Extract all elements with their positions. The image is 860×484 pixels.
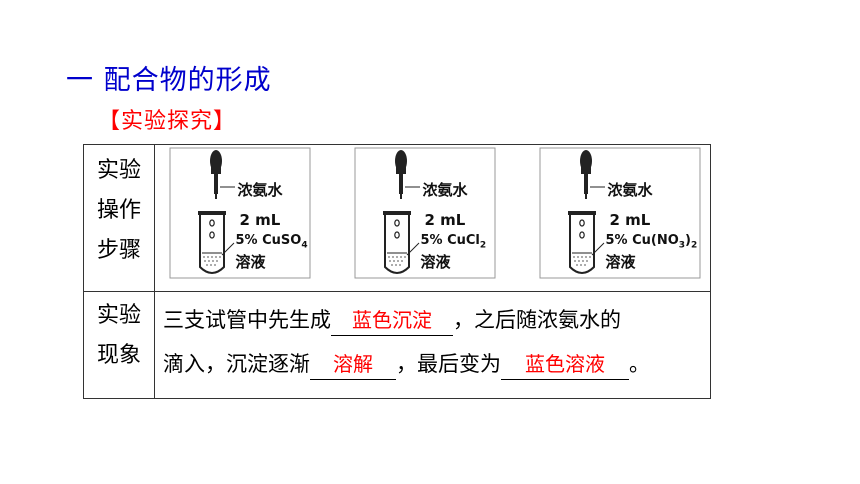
solution-label: 5% CuSO4: [235, 233, 308, 251]
reagent-label: 浓氨水: [607, 181, 653, 199]
liquid-label: 溶液: [605, 253, 636, 271]
header-line: 步骤: [96, 238, 141, 263]
observation-part: ，之后随浓氨水的: [453, 308, 621, 332]
observation-part: 滴入，沉淀逐渐: [163, 352, 310, 376]
header-line: 实验: [96, 158, 141, 183]
header-line: 现象: [96, 343, 141, 368]
liquid-label: 溶液: [420, 253, 451, 271]
tube-diagram-cucl2: 浓氨水 2 mL 5% CuCl2 溶液: [343, 145, 523, 291]
answer-blank-1[interactable]: 蓝色沉淀: [331, 305, 453, 336]
header-line: 操作: [96, 198, 141, 223]
test-tube-icon: [354, 147, 495, 279]
observation-part: 。: [629, 352, 650, 376]
observation-part: ，最后变为: [396, 352, 501, 376]
volume-label: 2 mL: [424, 211, 466, 229]
observation-header: 实验 现象: [83, 291, 155, 399]
answer-blank-2[interactable]: 溶解: [310, 349, 396, 380]
reagent-label: 浓氨水: [422, 181, 468, 199]
experiment-subtitle: 【实验探究】: [98, 109, 237, 134]
volume-label: 2 mL: [239, 211, 281, 229]
test-tube-icon: [539, 147, 700, 279]
solution-label: 5% Cu(NO3)2: [605, 233, 698, 251]
tube-diagram-cuso4: 浓氨水 2 mL 5% CuSO4 溶液: [158, 145, 338, 291]
liquid-label: 溶液: [235, 253, 266, 271]
answer-blank-3[interactable]: 蓝色溶液: [501, 349, 629, 380]
procedure-diagrams: 浓氨水 2 mL 5% CuSO4 溶液: [154, 144, 711, 292]
observation-part: 三支试管中先生成: [163, 308, 331, 332]
table-row-procedure: 实验 操作 步骤: [83, 144, 711, 292]
experiment-table: 实验 操作 步骤: [83, 144, 711, 399]
header-line: 实验: [96, 303, 141, 328]
volume-label: 2 mL: [609, 211, 651, 229]
section-title: 一 配合物的形成: [66, 65, 272, 96]
test-tube-icon: [169, 147, 310, 279]
procedure-header: 实验 操作 步骤: [83, 144, 155, 292]
tube-diagram-cuno32: 浓氨水 2 mL 5% Cu(NO3)2 溶液: [528, 145, 708, 291]
observation-text: 三支试管中先生成蓝色沉淀，之后随浓氨水的 滴入，沉淀逐渐溶解，最后变为蓝色溶液。: [154, 291, 711, 399]
table-row-observation: 实验 现象 三支试管中先生成蓝色沉淀，之后随浓氨水的 滴入，沉淀逐渐溶解，最后变…: [83, 291, 711, 399]
reagent-label: 浓氨水: [237, 181, 283, 199]
solution-label: 5% CuCl2: [420, 233, 487, 251]
